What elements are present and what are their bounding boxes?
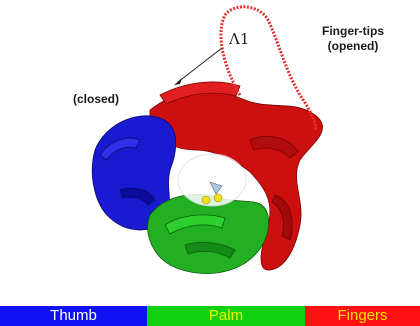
- legend-fingers: Fingers: [305, 306, 420, 326]
- active-site-cavity: [178, 154, 246, 206]
- domain-legend: Thumb Palm Fingers: [0, 306, 420, 326]
- closed-label: (closed): [73, 92, 119, 107]
- fingertips-label-line2: (opened): [313, 39, 393, 54]
- fingertips-label-line1: Finger-tips: [313, 24, 393, 39]
- arrow-head: [174, 78, 182, 85]
- lambda-label: Λ1: [229, 32, 249, 47]
- legend-thumb: Thumb: [0, 306, 147, 326]
- legend-palm: Palm: [147, 306, 305, 326]
- pointer-arrow: [178, 48, 222, 82]
- fingertips-label: Finger-tips (opened): [313, 24, 393, 54]
